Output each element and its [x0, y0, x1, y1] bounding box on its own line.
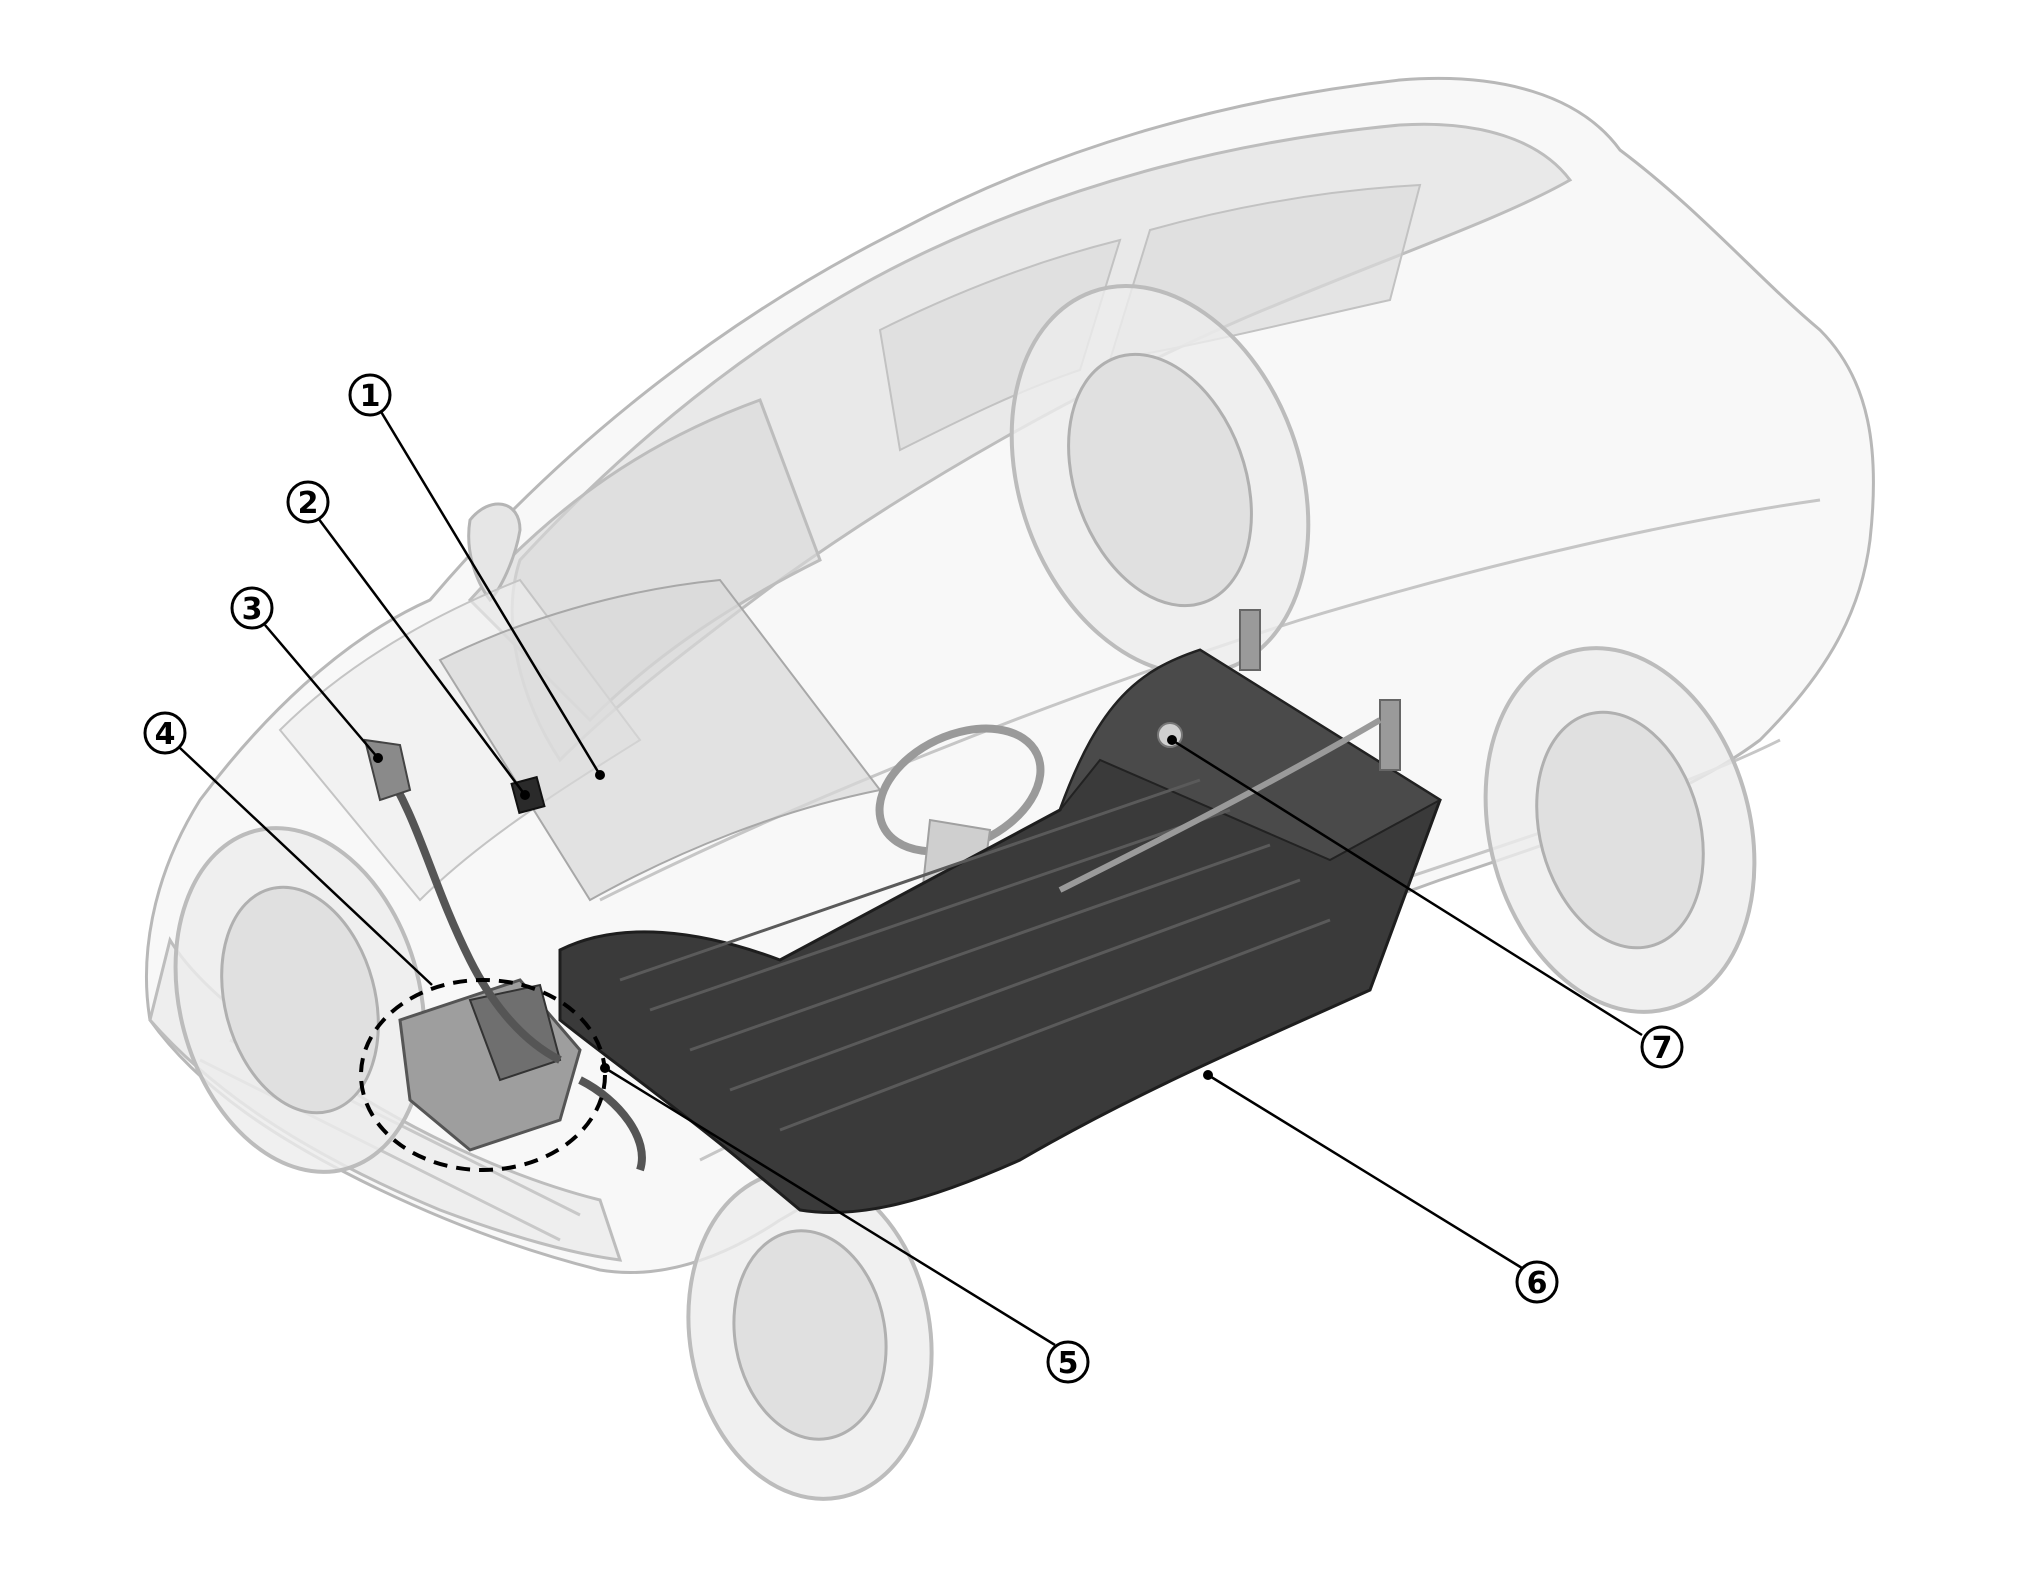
wheel-rear-left: [1009, 284, 1311, 676]
callout-1: 1: [348, 373, 392, 417]
callout-5: 5: [1046, 1340, 1090, 1384]
callout-3-label: 3: [242, 592, 263, 627]
leader-4: [179, 747, 433, 986]
highlight-circle: [359, 978, 607, 1172]
callout-5-label: 5: [1058, 1346, 1079, 1381]
hv-cable-front: [376, 757, 562, 1064]
leader-6: [1207, 1073, 1523, 1270]
callout-6: 6: [1515, 1260, 1559, 1304]
leader-lines: [179, 409, 1643, 1347]
battery-pack: [558, 609, 1442, 1215]
wheel-front-right: [686, 1169, 934, 1501]
battery-top-rear: [1059, 648, 1442, 862]
rear-cable-run: [1058, 717, 1382, 893]
rear-bracket: [1239, 609, 1401, 771]
side-window-front: [878, 238, 1122, 452]
callout-7: 7: [1640, 1025, 1684, 1069]
callout-4: 4: [143, 711, 187, 755]
battery-ribs: [619, 778, 1331, 1132]
callout-1-label: 1: [360, 379, 381, 414]
callout-2: 2: [286, 480, 330, 524]
leader-3: [264, 624, 379, 759]
leader-dots: [373, 735, 1213, 1080]
powertrain: [363, 717, 1382, 1172]
wheel-rear-right: [1483, 646, 1757, 1014]
callout-6-label: 6: [1527, 1266, 1548, 1301]
callout-7-label: 7: [1652, 1031, 1673, 1066]
leader-2: [316, 517, 527, 796]
wheels: [173, 284, 1757, 1501]
leader-1: [378, 409, 602, 776]
hv-cable-to-battery: [578, 1076, 646, 1172]
callout-3: 3: [230, 586, 274, 630]
leader-5: [604, 1066, 1056, 1347]
callout-4-label: 4: [155, 717, 176, 752]
leader-7: [1171, 738, 1643, 1037]
callout-2-label: 2: [298, 486, 319, 521]
